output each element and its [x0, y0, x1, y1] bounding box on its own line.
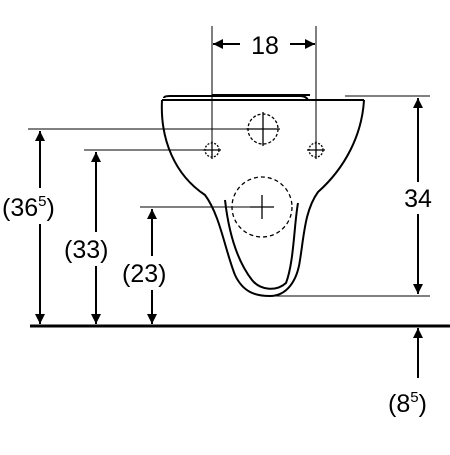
- dim-label-18: 18: [251, 32, 279, 60]
- dim-label-23: (23): [122, 260, 166, 288]
- dim-label-85: (85): [388, 389, 427, 418]
- dim-label-34: 34: [404, 185, 432, 213]
- dim-label-33: (33): [64, 236, 108, 264]
- dim-label-365: (365): [2, 193, 55, 222]
- wc-outline: [160, 94, 365, 298]
- bowl-inner: [224, 199, 299, 290]
- bowl-outline: [160, 99, 365, 298]
- extension-lines: [28, 26, 430, 297]
